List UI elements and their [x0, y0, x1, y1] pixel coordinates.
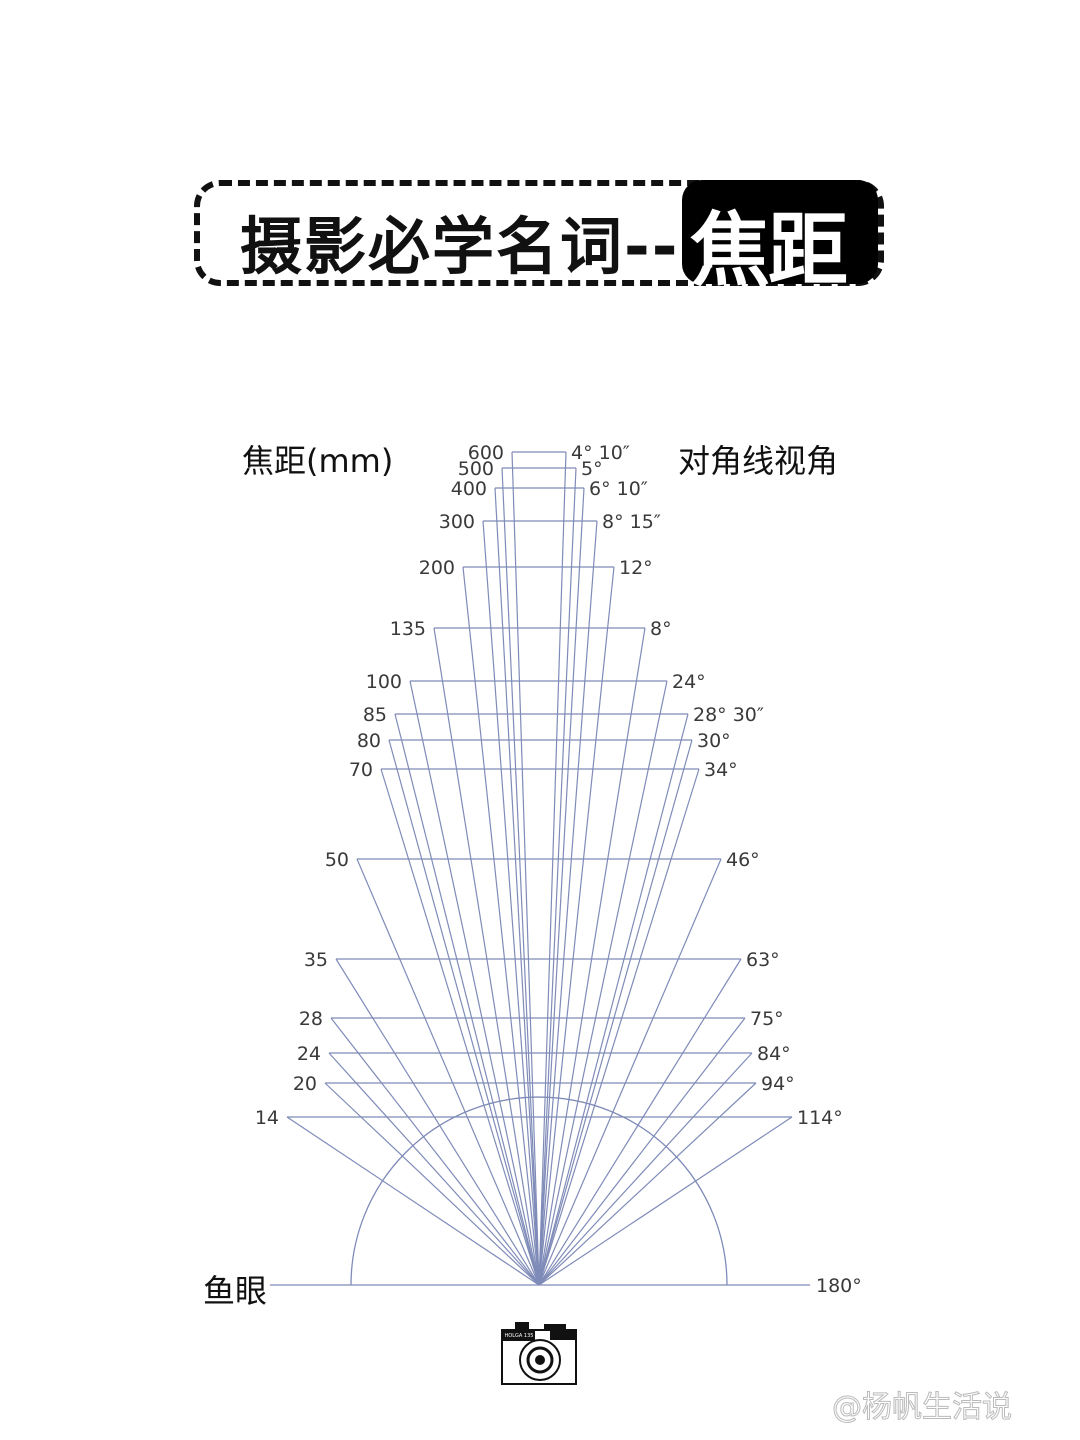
angle-label-35: 63° [746, 949, 780, 971]
focal-label-85: 85 [363, 704, 387, 726]
focal-label-24: 24 [297, 1043, 321, 1065]
fov-left-500 [501, 467, 540, 1286]
focal-length-header: 焦距(mm) [242, 442, 394, 480]
watermark: @杨帆生活说 [832, 1390, 1013, 1426]
focal-label-14: 14 [255, 1107, 279, 1129]
focal-label-80: 80 [357, 730, 381, 752]
fov-left-85 [394, 713, 540, 1286]
fov-right-135 [538, 627, 646, 1286]
camera-icon: HOLGA 135 [500, 1320, 580, 1386]
focal-label-100: 100 [366, 671, 402, 693]
focal-label-28: 28 [299, 1008, 323, 1030]
fov-left-70 [380, 768, 540, 1286]
angle-label-600: 4° 10″ [571, 442, 630, 464]
fisheye-label: 鱼眼 [203, 1272, 268, 1310]
fov-right-400 [538, 487, 585, 1286]
fov-right-100 [538, 680, 668, 1286]
angle-label-24: 84° [757, 1043, 791, 1065]
fov-left-35 [335, 958, 540, 1286]
fov-right-300 [538, 520, 598, 1286]
title-frame [194, 180, 884, 286]
fov-right-200 [538, 566, 615, 1286]
fov-left-100 [409, 680, 540, 1286]
angle-label-50: 46° [726, 849, 760, 871]
fov-right-500 [538, 467, 577, 1286]
angle-label-100: 24° [672, 671, 706, 693]
angle-label-28: 75° [750, 1008, 784, 1030]
focal-label-200: 200 [419, 557, 455, 579]
focal-label-400: 400 [451, 478, 487, 500]
fov-left-24 [328, 1052, 540, 1286]
fov-left-200 [462, 566, 540, 1286]
focal-label-35: 35 [304, 949, 328, 971]
focal-label-70: 70 [349, 759, 373, 781]
fov-left-400 [494, 487, 540, 1286]
focal-label-300: 300 [439, 511, 475, 533]
angle-label-70: 34° [704, 759, 738, 781]
fisheye-arc [350, 1096, 728, 1286]
fov-right-80 [538, 739, 693, 1286]
page-title: 摄影必学名词-- [240, 210, 680, 283]
fov-left-14 [286, 1116, 540, 1286]
fov-right-85 [538, 713, 689, 1286]
fov-right-28 [538, 1017, 746, 1286]
fov-left-135 [433, 627, 540, 1286]
title-highlight-bg [682, 180, 878, 284]
angle-label-80: 30° [697, 730, 731, 752]
camera-brand-text: HOLGA 135 [504, 1333, 534, 1339]
fov-right-24 [538, 1052, 753, 1286]
focal-label-20: 20 [293, 1073, 317, 1095]
fov-left-50 [356, 858, 540, 1286]
page-title-highlight: 焦距 [690, 204, 848, 297]
angle-label-20: 94° [761, 1073, 795, 1095]
fov-right-35 [538, 958, 742, 1286]
angle-label-135: 8° [650, 618, 672, 640]
angle-label-400: 6° 10″ [589, 478, 648, 500]
angle-label-fisheye: 180° [816, 1275, 862, 1297]
fov-right-50 [538, 858, 722, 1286]
fov-right-70 [538, 768, 700, 1286]
angle-label-500: 5° [581, 458, 603, 480]
fov-left-600 [511, 451, 540, 1286]
focal-label-50: 50 [325, 849, 349, 871]
fov-right-14 [538, 1116, 793, 1286]
fov-left-80 [388, 739, 540, 1286]
focal-label-135: 135 [390, 618, 426, 640]
fov-right-20 [538, 1082, 757, 1286]
focal-label-600: 600 [468, 442, 504, 464]
angle-label-14: 114° [797, 1107, 843, 1129]
angle-label-85: 28° 30″ [693, 704, 764, 726]
fov-left-300 [482, 520, 540, 1286]
fov-right-600 [538, 451, 567, 1286]
angle-label-300: 8° 15″ [602, 511, 661, 533]
focal-label-500: 500 [458, 458, 494, 480]
diagonal-angle-header: 对角线视角 [678, 442, 839, 480]
fov-left-28 [330, 1017, 540, 1286]
angle-label-200: 12° [619, 557, 653, 579]
